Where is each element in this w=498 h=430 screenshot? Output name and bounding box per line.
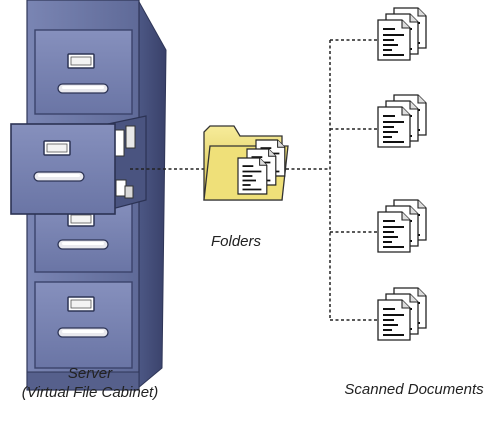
server-label: Server (Virtual File Cabinet) (0, 364, 180, 402)
file-cabinet-icon (10, 0, 167, 391)
folders-label: Folders (210, 233, 262, 250)
server-label-line1: Server (67, 365, 113, 382)
document-stack-icon (378, 200, 426, 252)
document-stack-icon (378, 8, 426, 60)
cabinet-drawer (34, 29, 133, 115)
folder-with-documents-icon (203, 125, 289, 201)
document-stack-icon (378, 288, 426, 340)
cabinet-drawer (34, 281, 133, 369)
scanned-documents-label: Scanned Documents (344, 381, 484, 398)
connector-lines (130, 39, 378, 321)
server-label-line2: (Virtual File Cabinet) (21, 384, 159, 401)
document-stack-icon (378, 95, 426, 147)
cabinet-open-drawer (10, 115, 147, 215)
